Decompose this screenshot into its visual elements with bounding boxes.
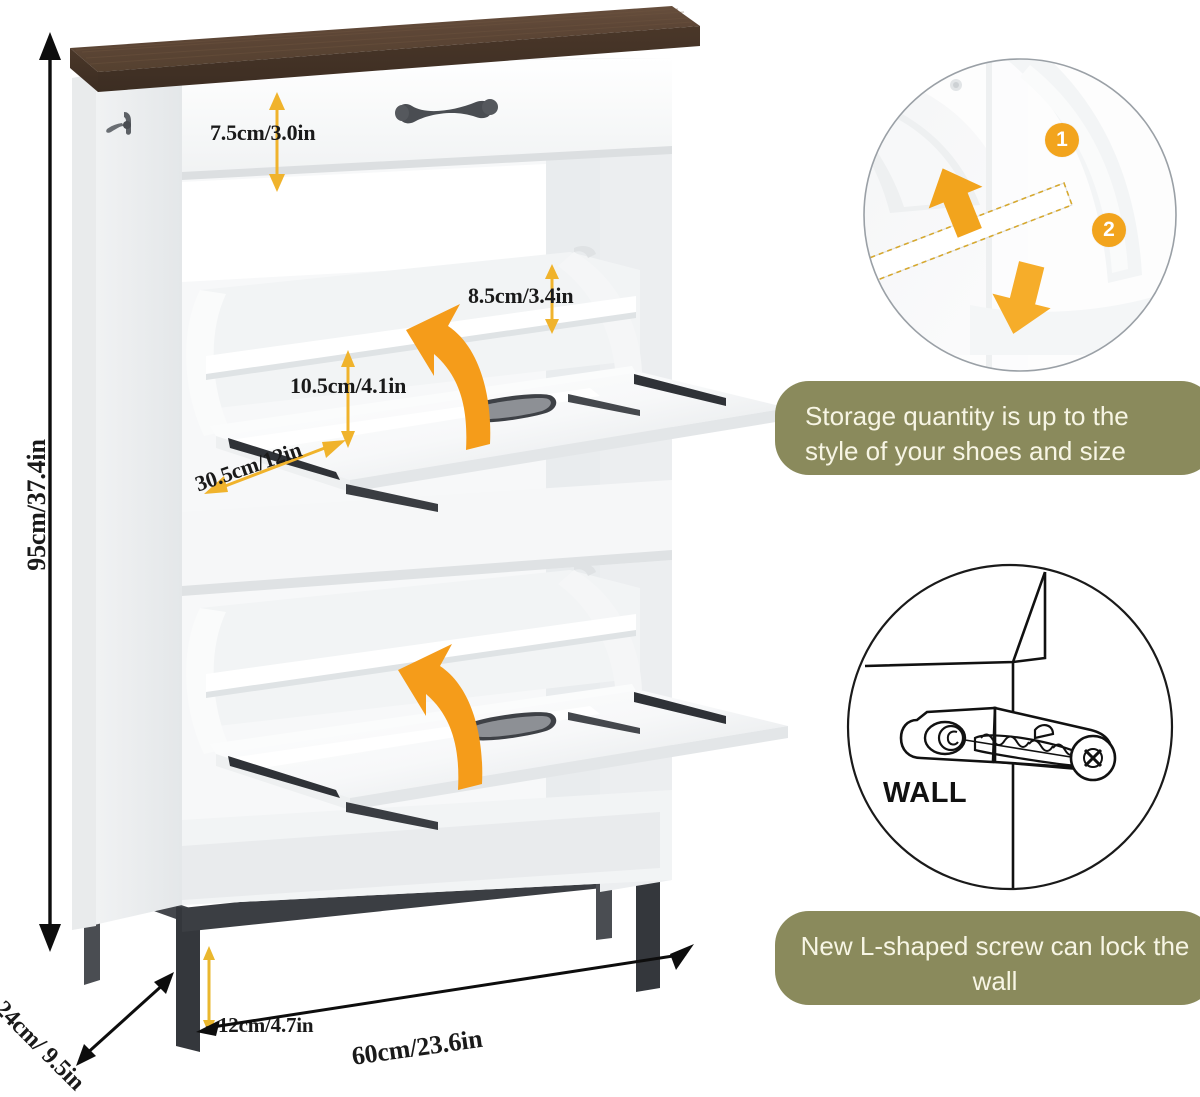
dimension-label-upper-shelf: 8.5cm/3.4in [468,283,574,308]
inset-hinge-detail: 1 2 [860,55,1180,375]
drawer-handle[interactable] [392,96,502,132]
inset-wall-anchor: WALL [845,562,1175,892]
dimension-line-upper-shelf [545,264,559,334]
dimension-line-overall-width [196,944,694,1036]
dimension-line-compartment-depth [204,440,346,494]
dimension-label-overall-height: 95cm/37.4in [22,439,51,571]
callout-storage-quantity: Storage quantity is up to the style of y… [775,381,1200,475]
step-badge-1: 1 [1045,123,1079,157]
coat-hook-icon [106,112,131,135]
cabinet-illustration: 95cm/37.4in 7.5cm/3.0in 8.5cm/3.4in 10.5… [0,6,788,1096]
callout-wall-lock: New L-shaped screw can lock the wall [775,911,1200,1005]
dimension-label-drawer-height: 7.5cm/3.0in [210,120,316,145]
dimension-label-compartment-height: 10.5cm/4.1in [290,373,407,398]
step-badge-2: 2 [1092,213,1126,247]
dimension-line-overall-depth [76,972,174,1066]
dimension-line-drawer-height [269,92,285,192]
wood-top-panel [70,6,700,92]
wall-label: WALL [883,777,968,809]
dimension-line-overall-height [39,32,61,952]
flip-motion-arrow-lower-icon [398,644,483,790]
flip-motion-arrow-upper-icon [406,304,491,450]
dimension-line-compartment-height [341,350,355,448]
